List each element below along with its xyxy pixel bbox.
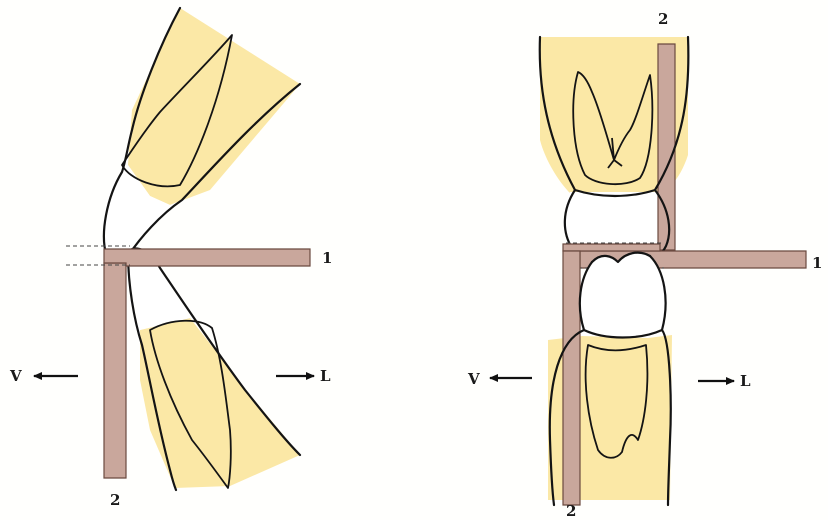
- right-plane-1-label: 1: [812, 254, 822, 272]
- right-vestibular-label: V: [467, 370, 480, 388]
- left-vestibular-label: V: [9, 367, 22, 385]
- left-plane-2-label: 2: [110, 491, 120, 509]
- right-molar-view: 2 1 2 V L: [467, 10, 822, 520]
- right-lingual-label: L: [740, 372, 751, 390]
- lower-molar-crown: [578, 253, 668, 338]
- left-vertical-reference-bar: [104, 263, 126, 478]
- right-plane-2-top-label: 2: [658, 10, 668, 28]
- left-lingual-label: L: [320, 367, 331, 385]
- right-plane-2-bottom-label: 2: [566, 502, 576, 520]
- lower-incisor-root: [140, 318, 300, 488]
- right-horizontal-bar-left-stub: [563, 244, 660, 251]
- left-plane-1-label: 1: [322, 249, 332, 267]
- left-incisor-view: 1 2 V L: [9, 8, 332, 509]
- right-vertical-reference-bar-lower: [563, 251, 580, 505]
- right-vertical-reference-bar-upper: [658, 44, 675, 250]
- left-horizontal-reference-bar: [104, 249, 310, 266]
